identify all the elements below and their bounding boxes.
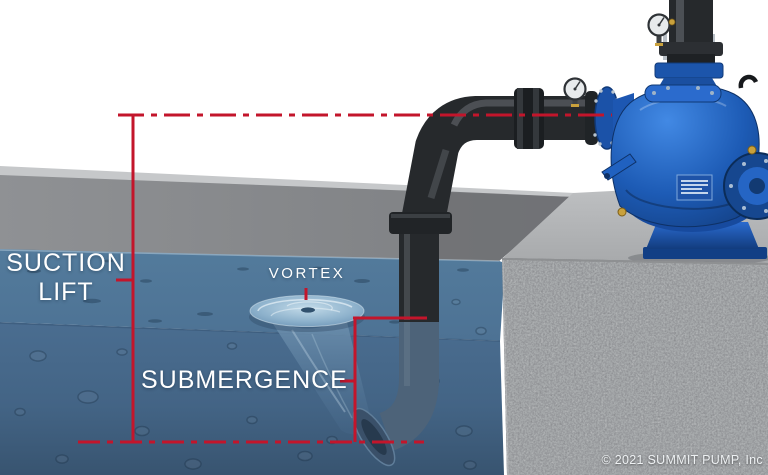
suction-lift-label: SUCTION LIFT bbox=[0, 249, 132, 307]
vortex-funnel bbox=[249, 295, 372, 435]
suction-lift-dimension bbox=[116, 115, 135, 442]
pressure-gauge-icon bbox=[647, 13, 671, 46]
pressure-gauge-icon bbox=[563, 77, 587, 107]
gravel-cross-section bbox=[501, 258, 768, 475]
pump bbox=[601, 0, 768, 259]
vortex-label: VORTEX bbox=[268, 265, 346, 282]
suction-lift-line2: LIFT bbox=[38, 278, 94, 306]
pump-nameplate bbox=[676, 174, 713, 201]
submergence-dimension bbox=[340, 316, 427, 442]
suction-lift-line1: SUCTION bbox=[6, 249, 126, 277]
copyright-text: © 2021 SUMMIT PUMP, Inc bbox=[601, 453, 763, 467]
submergence-label: SUBMERGENCE bbox=[141, 366, 348, 394]
dimension-lines bbox=[78, 113, 612, 444]
